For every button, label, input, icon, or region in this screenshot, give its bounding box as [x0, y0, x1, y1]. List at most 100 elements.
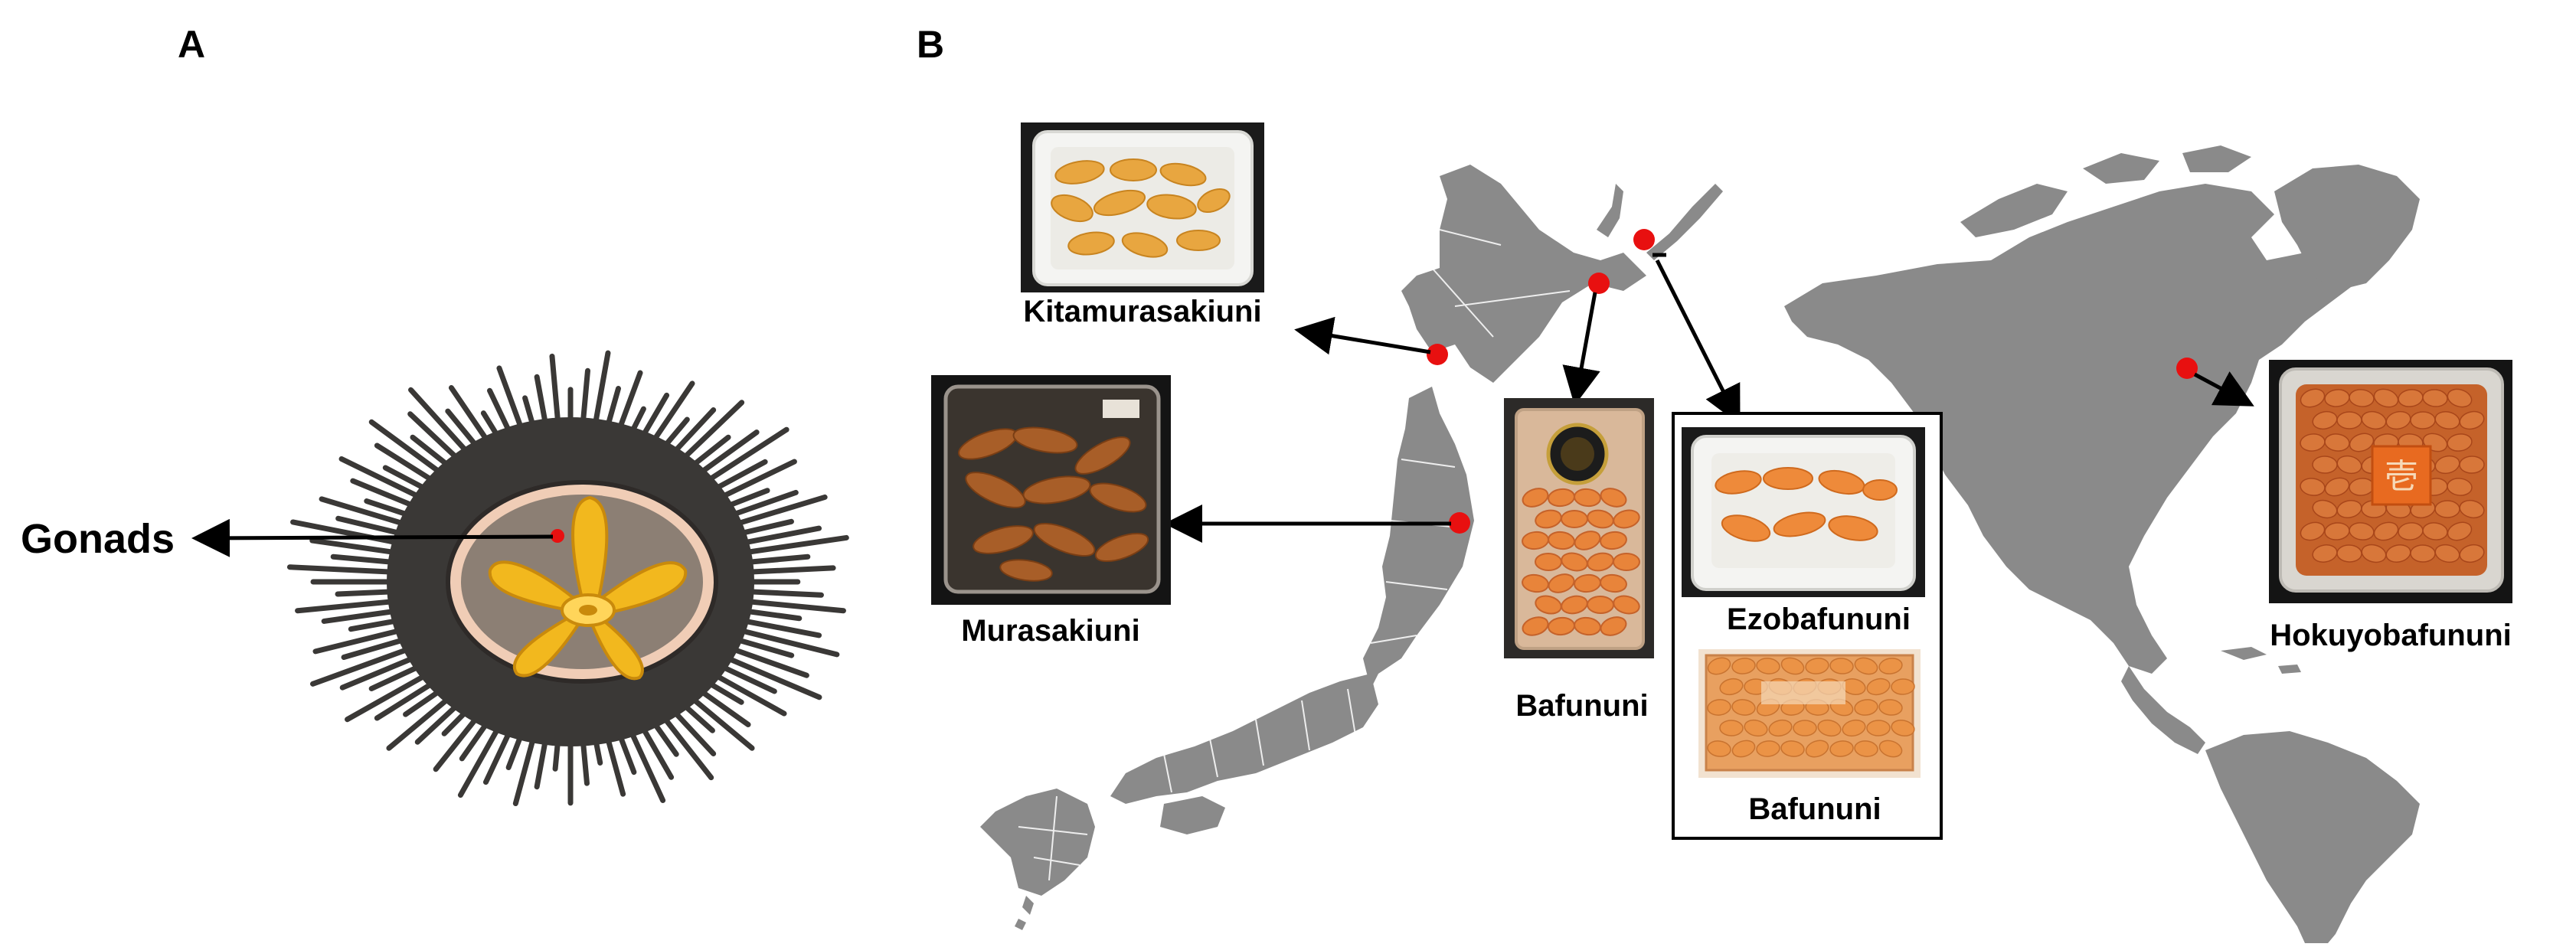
roe-lobe: [2410, 544, 2436, 563]
roe-lobe: [2312, 456, 2338, 474]
roe-lobe: [1805, 658, 1829, 674]
roe-lobe: [2434, 500, 2460, 518]
roe-lobe: [2385, 544, 2411, 563]
roe-lobe: [1587, 595, 1614, 615]
photo-murasakiuni: [931, 375, 1171, 605]
greenland: [2274, 165, 2420, 291]
label-murasakiuni: Murasakiuni: [961, 614, 1139, 648]
roe-lobe: [1878, 740, 1903, 758]
roe-lobe: [2349, 433, 2375, 452]
roe-lobe: [2459, 456, 2485, 474]
prefecture-borders: [1018, 229, 1571, 881]
roe-lobe: [1707, 740, 1731, 757]
south-america: [2205, 731, 2420, 943]
roe-lobe: [1854, 699, 1878, 716]
photo-hokuyobafununi: [2269, 360, 2512, 603]
roe-lobe: [1535, 509, 1562, 529]
photo-bafununi-box: [1698, 649, 1921, 778]
roe-lobe: [1600, 488, 1627, 508]
roe-lobe: [1878, 658, 1903, 674]
roe-lobe: [1587, 552, 1614, 572]
roe-lobe: [1522, 616, 1549, 636]
label-ezobafununi: Ezobafununi: [1727, 602, 1911, 636]
roe-lobe: [2422, 389, 2448, 407]
kuril-islands: [1646, 184, 1723, 260]
roe-lobe: [1707, 699, 1731, 716]
photo-bafununi-center: [1504, 398, 1654, 658]
roe-lobe: [1829, 658, 1854, 674]
roe-lobe: [1768, 719, 1793, 737]
roe-lobe: [2336, 411, 2362, 429]
arrow-bafununi: [1562, 292, 1600, 406]
sakhalin-fragment: [1597, 184, 1623, 237]
roe-lobe: [2312, 410, 2338, 430]
roe-lobe: [2300, 521, 2326, 541]
gonads-arrow: [191, 518, 554, 557]
urchin-gonads: [488, 495, 688, 681]
roe-lobe: [2447, 521, 2473, 541]
roe-lobe: [1613, 509, 1640, 529]
roe-lobe: [2447, 478, 2473, 496]
japan-kyushu: [980, 789, 1095, 896]
roe-lobe: [1854, 657, 1878, 675]
urchin-spine: [730, 534, 849, 557]
roe-lobe: [1574, 488, 1601, 508]
roe-lobe: [1707, 657, 1731, 675]
japan-honshu-north: [1363, 387, 1474, 689]
roe-lobe: [2459, 499, 2485, 519]
roe-lobe: [2434, 455, 2460, 475]
roe-lobe: [1600, 573, 1627, 593]
roe-lobe: [1866, 720, 1891, 736]
roe-lobe: [1744, 719, 1768, 737]
roe-lobe: [1731, 699, 1756, 716]
japan-hokkaido: [1401, 165, 1646, 383]
roe-lobe: [1891, 678, 1915, 695]
package-sticker-text: 壱: [2385, 457, 2418, 496]
roe-lobe: [1522, 488, 1549, 508]
roe-lobe: [2373, 388, 2399, 408]
japan-islands-south: [1015, 896, 1034, 930]
roe-lobe: [2447, 433, 2473, 452]
roe-lobe: [2336, 499, 2362, 519]
japan-honshu-south: [1110, 674, 1378, 804]
roe-lobe: [1719, 720, 1744, 736]
marker-murasakiuni: [1449, 512, 1470, 534]
roe-lobe: [1866, 678, 1891, 696]
roe-lobe: [2324, 477, 2350, 497]
roe-lobe: [1854, 740, 1878, 757]
roe-lobe: [1548, 573, 1575, 593]
location-arrows: [1164, 253, 2254, 543]
roe-lobe: [1574, 531, 1601, 550]
world-map: [980, 145, 2420, 943]
roe-lobe: [1535, 595, 1562, 615]
location-markers: [1427, 229, 2198, 534]
roe-lobe: [2336, 455, 2362, 475]
roe-lobe: [1829, 740, 1854, 757]
marker-ezobafununi: [1633, 229, 1655, 250]
roe-lobe: [1613, 553, 1640, 571]
roe-lobe: [2300, 388, 2326, 408]
roe-lobe: [2312, 499, 2338, 519]
sea-urchin-illustration: [191, 350, 849, 807]
photo-kitamurasakiuni: [1021, 122, 1264, 292]
roe-lobe: [1535, 552, 1562, 572]
arrow-hokuyobafununi: [2193, 371, 2254, 407]
roe-lobe: [2373, 521, 2399, 541]
roe-lobe: [1561, 595, 1588, 615]
roe-lobe: [1780, 740, 1805, 757]
roe-lobe: [1780, 657, 1805, 675]
roe-lobe: [1613, 595, 1640, 615]
roe-lobe: [2336, 544, 2362, 563]
urchin-spine: [290, 519, 414, 548]
roe-lobe: [1891, 719, 1915, 737]
roe-lobe: [1756, 658, 1780, 674]
roe-lobe: [2447, 388, 2473, 408]
roe-lobe: [1600, 616, 1627, 636]
roe-lobe: [1731, 658, 1756, 674]
urchin-spine: [286, 564, 408, 576]
roe-lobe: [1878, 699, 1903, 716]
roe-lobe: [2459, 410, 2485, 430]
caribbean-islands: [2221, 647, 2301, 674]
